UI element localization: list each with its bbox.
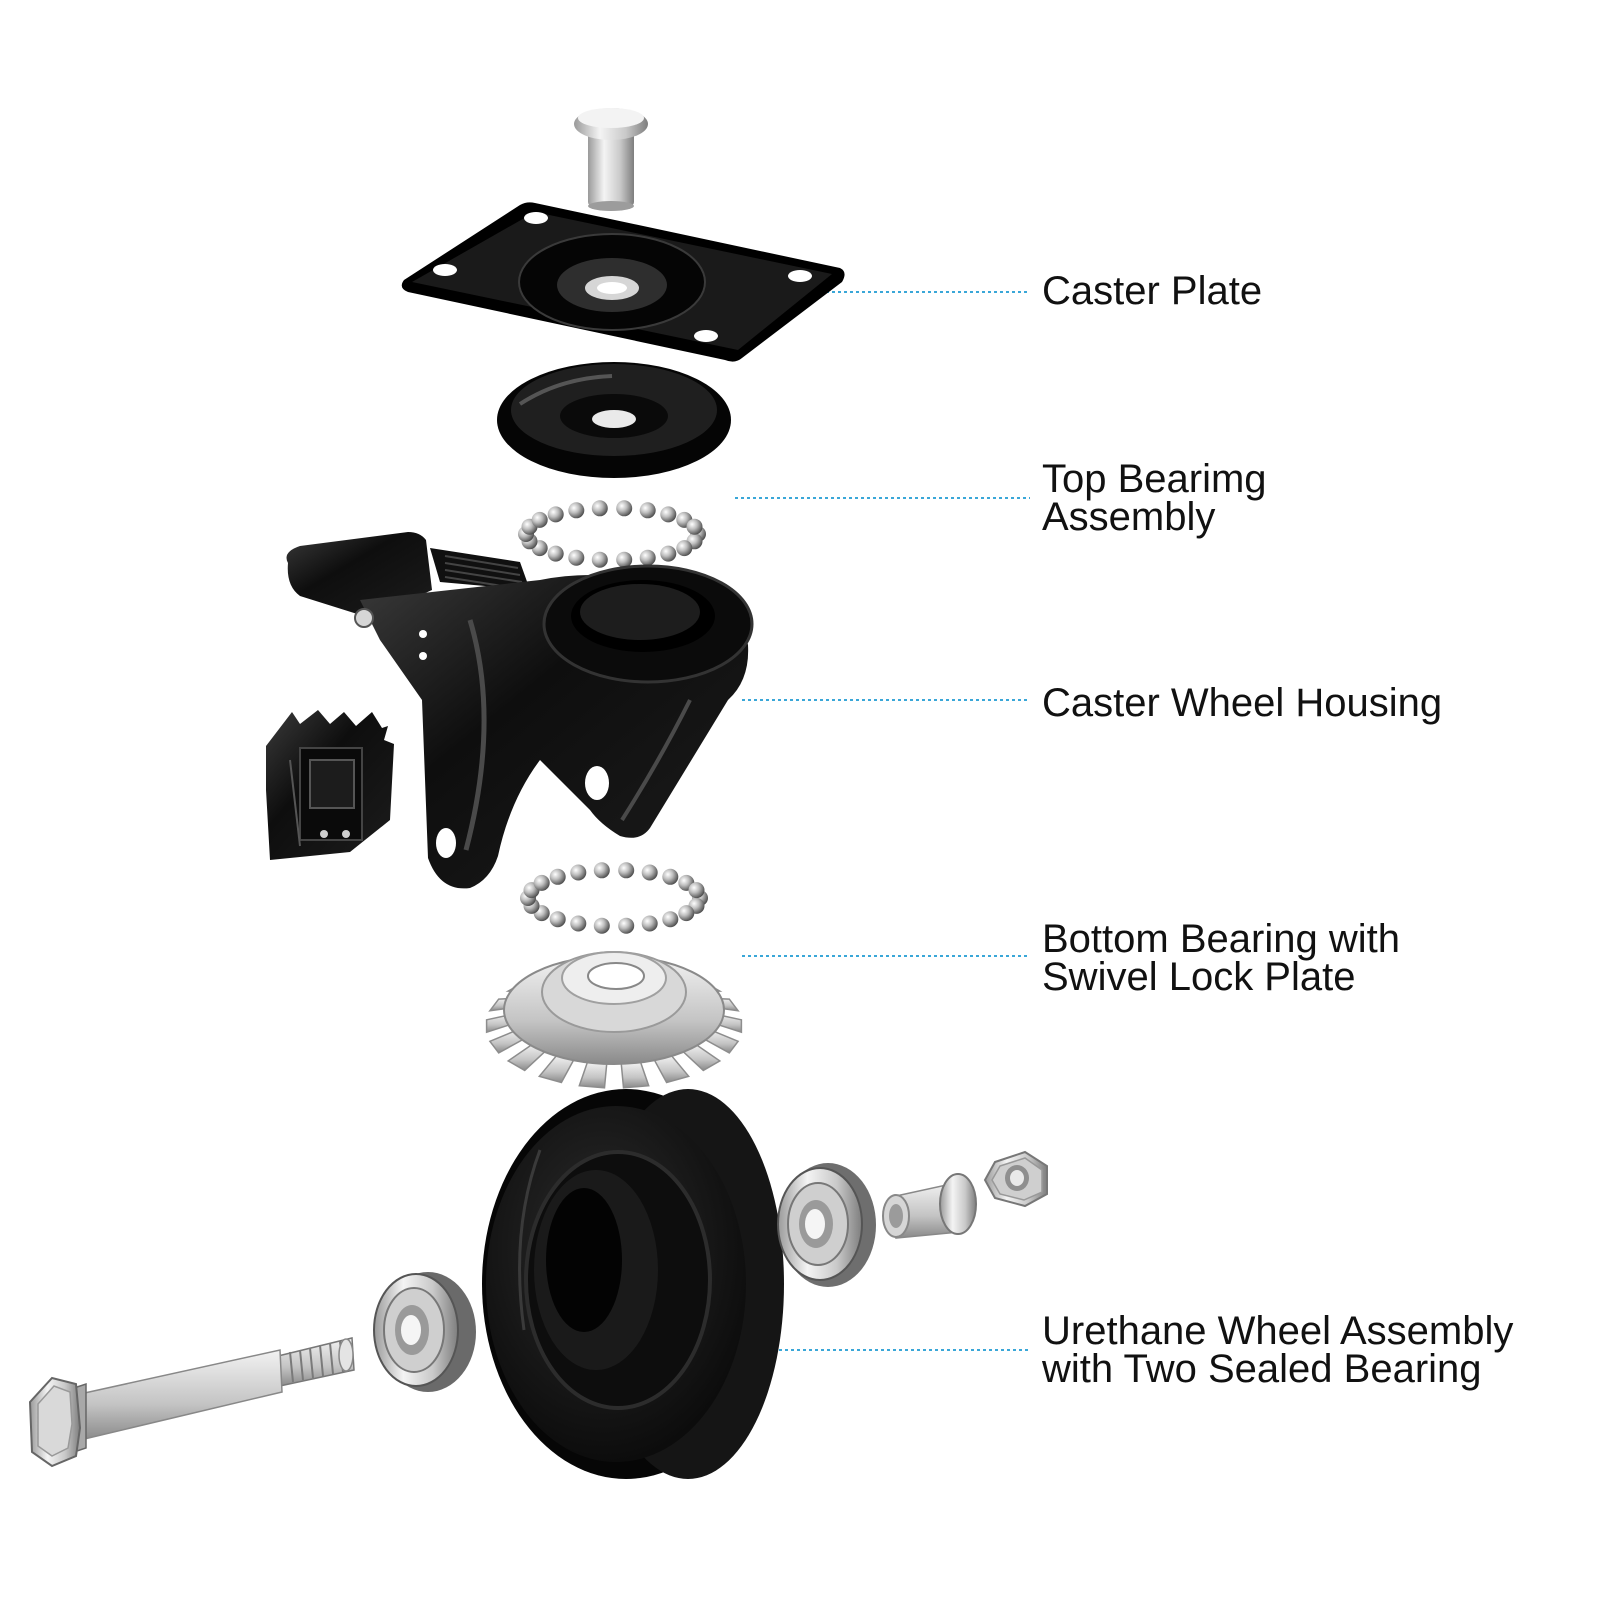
lock-plate-tooth — [578, 1061, 608, 1089]
label-wheel-line-1: Urethane Wheel Assembly — [1042, 1309, 1514, 1353]
label-top-bearing-line-1: Top Bearimg — [1042, 457, 1267, 501]
top-ring-ball — [639, 549, 656, 566]
label-wheel-line-2: with Two Sealed Bearing — [1042, 1347, 1482, 1391]
bottom-ring-ball — [688, 882, 705, 899]
label-bottom-bearing: Bottom Bearing with Swivel Lock Plate — [1042, 917, 1400, 999]
bottom-ring-ball — [593, 862, 610, 879]
label-caster-wheel-housing: Caster Wheel Housing — [1042, 681, 1443, 725]
spacer-sleeve-icon — [882, 1173, 977, 1239]
top-ring-ball — [616, 551, 633, 568]
top-ring-ball — [547, 545, 564, 562]
ball-bearing-ring-top-icon — [518, 500, 706, 568]
bottom-ring-ball — [593, 917, 610, 934]
bottom-ring-ball — [678, 905, 695, 922]
label-bottom-bearing-line-2: Swivel Lock Plate — [1042, 955, 1356, 999]
label-top-bearing-line-2: Assembly — [1042, 495, 1216, 539]
top-ring-ball — [686, 518, 703, 535]
bottom-ring-ball — [662, 911, 679, 928]
lock-clip-icon — [266, 710, 394, 860]
ball-bearing-ring-bottom-icon — [520, 862, 708, 934]
bottom-ring-ball — [570, 864, 587, 881]
bottom-ring-ball — [641, 864, 658, 881]
top-ring-ball — [660, 506, 677, 523]
top-bearing-cup-icon — [497, 362, 731, 478]
swivel-lock-plate-icon — [485, 951, 743, 1089]
top-ring-ball — [676, 540, 693, 557]
bottom-ring-ball — [549, 868, 566, 885]
sealed-bearing-right-icon — [777, 1163, 876, 1287]
bottom-ring-ball — [533, 874, 550, 891]
label-housing-line-1: Caster Wheel Housing — [1042, 681, 1443, 725]
label-urethane-wheel-assembly: Urethane Wheel Assembly with Two Sealed … — [1042, 1309, 1514, 1391]
label-caster-plate: Caster Plate — [1042, 269, 1263, 313]
top-ring-ball — [616, 500, 633, 517]
top-ring-ball — [639, 502, 656, 519]
top-ring-ball — [531, 511, 548, 528]
sealed-bearing-left-icon — [373, 1272, 476, 1392]
axle-bolt-icon — [28, 1337, 355, 1468]
label-bottom-bearing-line-1: Bottom Bearing with — [1042, 917, 1400, 961]
bottom-ring-ball — [618, 862, 635, 879]
bottom-ring-ball — [549, 911, 566, 928]
lock-plate-tooth — [620, 1061, 650, 1089]
top-ring-ball — [591, 500, 608, 517]
label-top-bearing-assembly: Top Bearimg Assembly — [1042, 457, 1267, 539]
bottom-ring-ball — [641, 915, 658, 932]
hex-nut-icon — [983, 1150, 1048, 1208]
caster-housing-icon — [286, 532, 754, 889]
top-ring-ball — [568, 502, 585, 519]
bottom-ring-ball — [570, 915, 587, 932]
bottom-ring-ball — [662, 868, 679, 885]
bottom-ring-ball — [618, 917, 635, 934]
caster-plate-icon — [401, 202, 845, 362]
top-ring-ball — [660, 545, 677, 562]
top-ring-ball — [568, 549, 585, 566]
label-caster-plate-line-1: Caster Plate — [1042, 269, 1263, 313]
top-ring-ball — [547, 506, 564, 523]
urethane-wheel-icon — [482, 1089, 784, 1479]
kingpin-icon — [574, 108, 648, 211]
top-ring-ball — [591, 551, 608, 568]
